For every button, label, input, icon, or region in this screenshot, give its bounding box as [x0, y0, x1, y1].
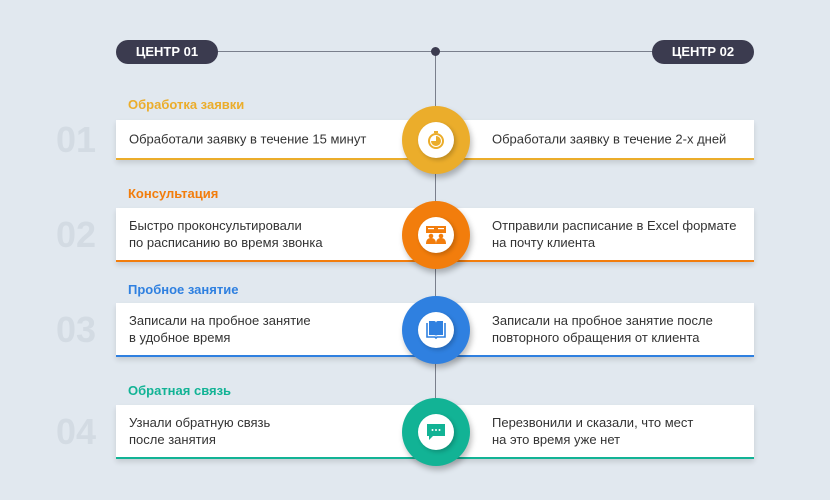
- chat-icon: [418, 414, 454, 450]
- step-number: 02: [56, 214, 97, 255]
- step-badge: [402, 398, 470, 466]
- step-badge: [402, 106, 470, 174]
- step-number: 01: [56, 119, 97, 160]
- timeline-dot: [431, 47, 440, 56]
- stopwatch-icon: [418, 122, 454, 158]
- center-01-text: Узнали обратную связь после занятия: [129, 415, 271, 447]
- center-01-text: Обработали заявку в течение 15 минут: [129, 131, 367, 147]
- step-title: Пробное занятие: [128, 282, 239, 297]
- center-01-text: Записали на пробное занятие в удобное вр…: [129, 313, 311, 345]
- center-01-text: Быстро проконсультировали по расписанию …: [129, 218, 323, 250]
- center-02-text: Записали на пробное занятие после повтор…: [492, 313, 713, 345]
- presentation-icon: [418, 217, 454, 253]
- center-01-label: ЦЕНТР 01: [116, 40, 218, 64]
- step-number: 03: [56, 309, 97, 350]
- book-icon: [418, 312, 454, 348]
- step-title: Обратная связь: [128, 383, 232, 398]
- center-02-text: Перезвонили и сказали, что мест на это в…: [492, 415, 694, 447]
- center-02-label: ЦЕНТР 02: [652, 40, 754, 64]
- step-badge: [402, 201, 470, 269]
- step-badge: [402, 296, 470, 364]
- step-title: Обработка заявки: [128, 97, 245, 112]
- step-title: Консультация: [128, 186, 219, 201]
- center-02-text: Обработали заявку в течение 2-х дней: [492, 131, 727, 147]
- center-02-text: Отправили расписание в Excel формате на …: [492, 218, 737, 250]
- step-number: 04: [56, 411, 97, 452]
